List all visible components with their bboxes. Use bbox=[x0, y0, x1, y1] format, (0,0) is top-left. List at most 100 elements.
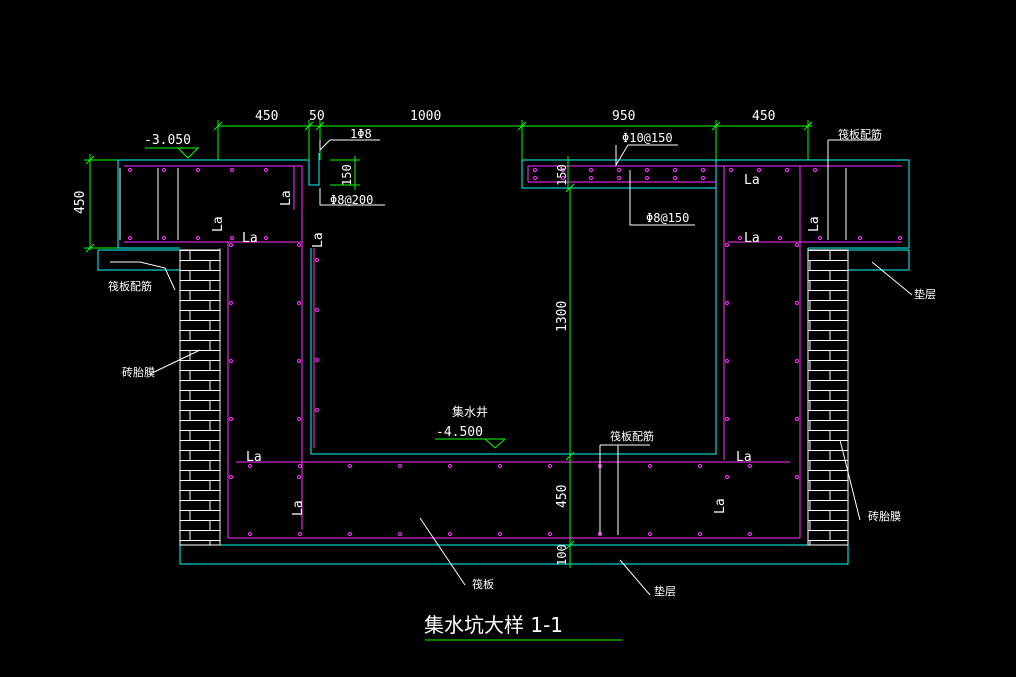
rebar-dot bbox=[229, 243, 233, 247]
rebar-dot bbox=[229, 417, 233, 421]
rebar-dot bbox=[617, 176, 621, 180]
level-bottom: -4.500 bbox=[436, 425, 483, 440]
rebar-dot bbox=[589, 176, 593, 180]
rebar-dot bbox=[561, 168, 565, 172]
dim-1000: 1000 bbox=[410, 109, 441, 124]
rebar-dot bbox=[701, 168, 705, 172]
leader-lines bbox=[110, 139, 913, 596]
rebar-phi10-150: Φ10@150 bbox=[622, 131, 673, 145]
dim-100: 100 bbox=[555, 544, 569, 566]
rebar-phi8-200: Φ8@200 bbox=[330, 193, 373, 207]
rebar-dot bbox=[818, 236, 822, 240]
rebar-dot bbox=[196, 236, 200, 240]
dim-450-bottom: 450 bbox=[555, 485, 570, 508]
rebar-dot bbox=[548, 464, 552, 468]
rebar-dots bbox=[128, 168, 902, 536]
rebar-dot bbox=[298, 464, 302, 468]
rebar-dot bbox=[673, 168, 677, 172]
rebar-dot bbox=[297, 475, 301, 479]
rebar-dot bbox=[589, 168, 593, 172]
dim-450-left: 450 bbox=[255, 109, 278, 124]
rebar-dot bbox=[229, 359, 233, 363]
rebar-dot bbox=[785, 168, 789, 172]
rebar-dot bbox=[348, 532, 352, 536]
dim-1300: 1300 bbox=[555, 301, 570, 332]
rebar-dot bbox=[725, 243, 729, 247]
rebar-dot bbox=[813, 168, 817, 172]
dim-450-vert: 450 bbox=[73, 191, 88, 214]
title: 集水坑大样 1-1 bbox=[424, 613, 563, 637]
dim-150-b: 150 bbox=[555, 164, 569, 186]
rebar-dot bbox=[264, 168, 268, 172]
rebar-dot bbox=[533, 168, 537, 172]
la-label: La bbox=[246, 450, 262, 465]
raft-rebar-tl: 筏板配筋 bbox=[108, 279, 152, 293]
rebar-dot bbox=[248, 532, 252, 536]
rebar-dot bbox=[448, 532, 452, 536]
raft-rebar-tr: 筏板配筋 bbox=[838, 127, 882, 141]
rebar-dot bbox=[498, 532, 502, 536]
rebar-dot bbox=[297, 417, 301, 421]
la-label: La bbox=[744, 173, 760, 188]
brick-mold-left bbox=[179, 249, 221, 546]
la-label: La bbox=[242, 231, 258, 246]
rebar-dot bbox=[398, 532, 402, 536]
rebar-dot bbox=[645, 176, 649, 180]
rebar-dot bbox=[729, 168, 733, 172]
rebar-dot bbox=[297, 243, 301, 247]
rebar-dot bbox=[264, 236, 268, 240]
rebar-dot bbox=[795, 475, 799, 479]
la-label: La bbox=[744, 231, 760, 246]
cushion-right: 垫层 bbox=[914, 287, 936, 301]
rebar-dot bbox=[725, 475, 729, 479]
rebar-dot bbox=[561, 176, 565, 180]
rebar-dot bbox=[297, 301, 301, 305]
rebar-dot bbox=[128, 236, 132, 240]
rebar-dot bbox=[548, 532, 552, 536]
sump-name: 集水井 bbox=[452, 404, 488, 419]
dim-950: 950 bbox=[612, 109, 635, 124]
rebar-dot bbox=[297, 359, 301, 363]
rebar-dot bbox=[315, 358, 319, 362]
rebar-dot bbox=[673, 176, 677, 180]
la-label: La bbox=[291, 500, 306, 516]
level-top: -3.050 bbox=[144, 133, 191, 148]
rebar-dot bbox=[698, 532, 702, 536]
rebar-dot bbox=[315, 408, 319, 412]
rebar-dot bbox=[748, 464, 752, 468]
rebar-dot bbox=[617, 168, 621, 172]
rebar-1phi8: 1Φ8 bbox=[350, 127, 372, 141]
brick-mold-left-label: 砖胎膜 bbox=[122, 365, 155, 379]
la-label: La bbox=[279, 190, 294, 206]
rebar-dot bbox=[315, 308, 319, 312]
rebar-dot bbox=[795, 243, 799, 247]
rebar-dot bbox=[128, 168, 132, 172]
dimension-ticks bbox=[85, 121, 813, 550]
rebar-dot bbox=[701, 176, 705, 180]
rebar-dot bbox=[230, 236, 234, 240]
rebar-dot bbox=[348, 464, 352, 468]
rebar-dot bbox=[533, 176, 537, 180]
dim-450-right: 450 bbox=[752, 109, 775, 124]
dimension-lines bbox=[84, 120, 812, 641]
rebar-dot bbox=[315, 258, 319, 262]
rebar-dot bbox=[898, 236, 902, 240]
rebar-dot bbox=[858, 236, 862, 240]
rebar-dot bbox=[778, 236, 782, 240]
dim-150-a: 150 bbox=[340, 164, 354, 186]
cushion-bottom: 垫层 bbox=[654, 584, 676, 598]
rebar-dot bbox=[725, 301, 729, 305]
la-label: La bbox=[311, 232, 326, 248]
rebar-dot bbox=[162, 236, 166, 240]
raft-label: 筏板 bbox=[472, 577, 494, 591]
rebar-dot bbox=[645, 168, 649, 172]
rebar-dot bbox=[448, 464, 452, 468]
la-label: La bbox=[211, 216, 226, 232]
rebar-dot bbox=[725, 417, 729, 421]
la-label: La bbox=[807, 216, 822, 232]
rebar-dot bbox=[738, 236, 742, 240]
rebar-dot bbox=[757, 168, 761, 172]
rebar-dot bbox=[698, 464, 702, 468]
rebar-dot bbox=[648, 464, 652, 468]
brick-mold-right bbox=[807, 249, 849, 546]
